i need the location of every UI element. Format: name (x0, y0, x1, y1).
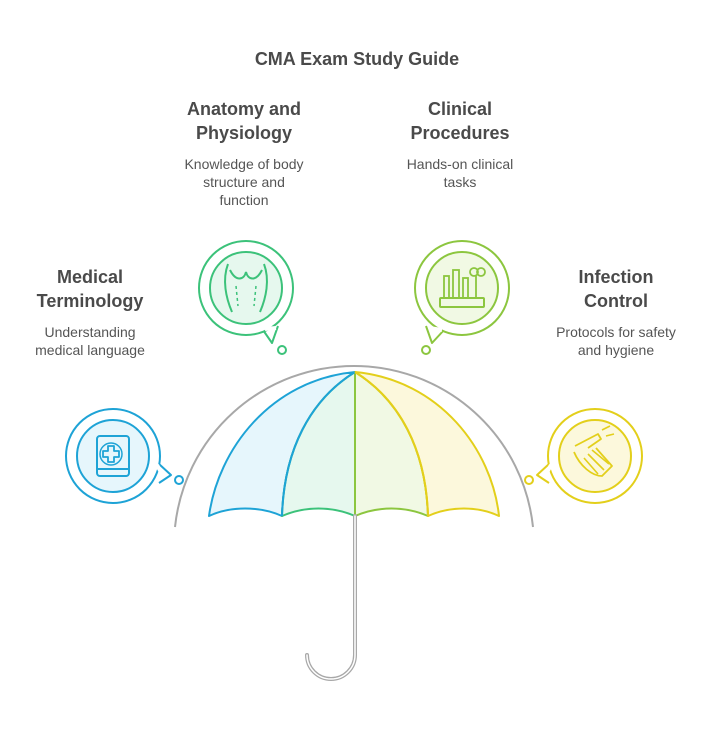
topic-clinical-procedures: Clinical Procedures Hands-on clinical ta… (385, 97, 535, 191)
umbrella-handle (305, 514, 357, 681)
topic-title: Infection Control (578, 267, 654, 311)
lab-tubes-icon (414, 240, 510, 344)
connector-dot-anatomy (277, 345, 287, 355)
topic-title: Clinical Procedures (410, 99, 510, 143)
topic-description: Understanding medical language (35, 324, 145, 358)
umbrella-canopy (208, 371, 500, 517)
outer-arc (174, 364, 534, 528)
topic-description: Knowledge of body structure and function (184, 156, 304, 208)
torso-icon (198, 240, 294, 344)
topic-description: Hands-on clinical tasks (406, 156, 514, 190)
connector-dot-medical (174, 475, 184, 485)
medical-book-icon (65, 408, 172, 504)
handwashing-icon (536, 408, 643, 504)
topic-medical-terminology: Medical Terminology Understanding medica… (20, 265, 160, 359)
connector-dot-clinical (421, 345, 431, 355)
topic-title: Anatomy and Physiology (186, 99, 301, 143)
diagram-title: CMA Exam Study Guide (254, 49, 460, 69)
connector-dot-infection (524, 475, 534, 485)
topic-title: Medical Terminology (36, 267, 144, 311)
topic-anatomy-physiology: Anatomy and Physiology Knowledge of body… (164, 97, 324, 209)
topic-infection-control: Infection Control Protocols for safety a… (540, 265, 692, 359)
topic-description: Protocols for safety and hygiene (556, 324, 676, 358)
